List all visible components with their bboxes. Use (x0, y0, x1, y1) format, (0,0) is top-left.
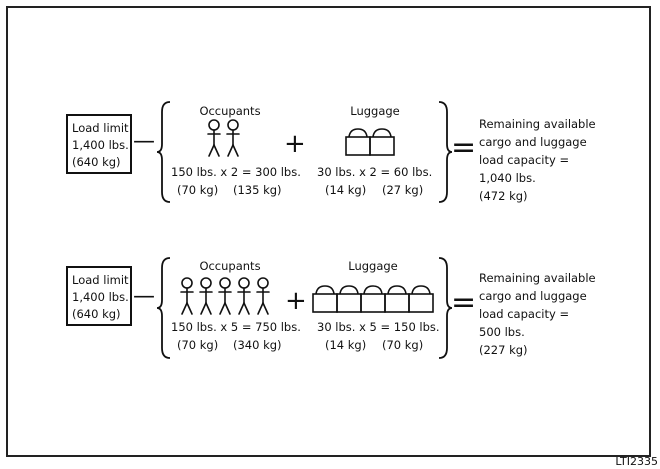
occupants-kg1-1: (70 kg) (177, 183, 219, 197)
result-kg-1: (472 kg) (479, 189, 528, 203)
luggage-kg2-1: (27 kg) (382, 183, 424, 197)
occupants-title-1: Occupants (199, 104, 261, 118)
result-lbs-2: 500 lbs. (479, 325, 525, 339)
luggage-bag-icon (369, 128, 395, 156)
stick-figure-icon (226, 119, 240, 157)
luggage-bag-icon (360, 285, 386, 313)
result-line2-1: cargo and luggage (479, 135, 587, 149)
equals-sign-1: = (451, 130, 477, 165)
occupants-calc-2: 150 lbs. x 5 = 750 lbs. (171, 320, 301, 334)
luggage-bag-icon (336, 285, 362, 313)
plus-sign-1: + (284, 129, 306, 159)
load-limit-box-2: Load limit 1,400 lbs. (640 kg) (66, 266, 132, 326)
result-line1-1: Remaining available (479, 117, 596, 131)
load-limit-lbs-1: 1,400 lbs. (72, 138, 129, 152)
luggage-calc-2: 30 lbs. x 5 = 150 lbs. (317, 320, 440, 334)
occupants-title-2: Occupants (199, 259, 261, 273)
luggage-kg1-1: (14 kg) (325, 183, 367, 197)
occupants-kg2-1: (135 kg) (233, 183, 282, 197)
right-brace-2 (438, 257, 453, 359)
result-line2-2: cargo and luggage (479, 289, 587, 303)
luggage-kg1-2: (14 kg) (325, 338, 367, 352)
figure-code: LTI2335 (615, 455, 658, 468)
result-line1-2: Remaining available (479, 271, 596, 285)
stick-figure-icon (199, 277, 213, 315)
luggage-bag-icon (312, 285, 338, 313)
load-limit-label-2: Load limit (72, 273, 129, 287)
stick-figure-icon (237, 277, 251, 315)
result-line3-1: load capacity = (479, 153, 570, 167)
load-limit-label-1: Load limit (72, 121, 129, 135)
luggage-bags-1 (345, 128, 395, 156)
load-limit-box-1: Load limit 1,400 lbs. (640 kg) (66, 114, 132, 174)
luggage-bag-icon (345, 128, 371, 156)
result-kg-2: (227 kg) (479, 343, 528, 357)
occupant-figures-2 (180, 277, 270, 315)
occupants-kg1-2: (70 kg) (177, 338, 219, 352)
load-limit-lbs-2: 1,400 lbs. (72, 290, 129, 304)
stick-figure-icon (180, 277, 194, 315)
luggage-title-1: Luggage (350, 104, 400, 118)
luggage-calc-1: 30 lbs. x 2 = 60 lbs. (317, 165, 433, 179)
stick-figure-icon (256, 277, 270, 315)
figure-frame (6, 6, 651, 457)
result-lbs-1: 1,040 lbs. (479, 171, 536, 185)
luggage-bags-2 (312, 285, 434, 313)
load-limit-kg-2: (640 kg) (72, 307, 121, 321)
left-brace-1 (156, 101, 171, 203)
occupant-figures-1 (207, 119, 240, 157)
luggage-bag-icon (384, 285, 410, 313)
load-limit-kg-1: (640 kg) (72, 155, 121, 169)
equals-sign-2: = (451, 285, 477, 320)
right-brace-1 (438, 101, 453, 203)
stick-figure-icon (218, 277, 232, 315)
minus-sign-2: — (133, 284, 155, 309)
stick-figure-icon (207, 119, 221, 157)
luggage-title-2: Luggage (348, 259, 398, 273)
left-brace-2 (156, 257, 171, 359)
minus-sign-1: — (133, 129, 155, 154)
result-line3-2: load capacity = (479, 307, 570, 321)
occupants-calc-1: 150 lbs. x 2 = 300 lbs. (171, 165, 301, 179)
plus-sign-2: + (285, 286, 307, 316)
luggage-bag-icon (408, 285, 434, 313)
luggage-kg2-2: (70 kg) (382, 338, 424, 352)
occupants-kg2-2: (340 kg) (233, 338, 282, 352)
